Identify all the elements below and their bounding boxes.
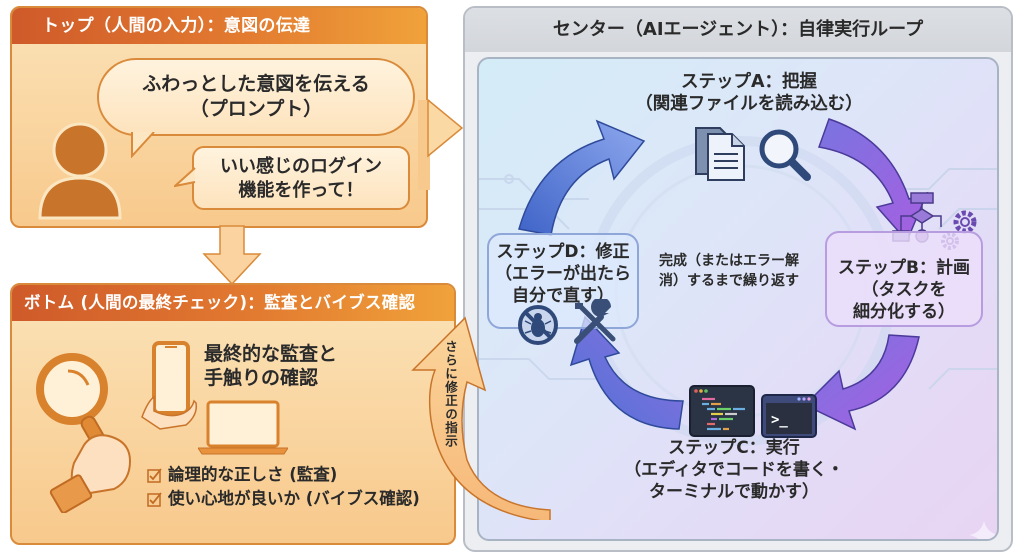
check-item-logic: 論理的な正しさ (監査): [147, 463, 420, 487]
terminal-prompt: >_: [771, 412, 788, 428]
request-bubble: いい感じのログイン 機能を作って！: [192, 146, 410, 210]
request-bubble-line1: いい感じのログイン: [220, 156, 382, 177]
connector-arrow-icon: [418, 98, 464, 190]
down-arrow-icon: [202, 225, 262, 286]
circuit-lines: [479, 168, 997, 390]
documents-icon: [695, 127, 745, 181]
center-panel-title: センター（AIエージェント）：自律実行ループ: [465, 8, 1011, 52]
prompt-bubble-line2: （プロンプト）: [189, 98, 323, 120]
check-item-logic-label: 論理的な正しさ (監査): [168, 465, 338, 484]
step-c-title: ステップC：実行: [668, 438, 800, 458]
sparkle-icon: [969, 521, 997, 539]
bottom-panel: ボトム (人間の最終チェック)：監査とバイブス確認 最終的な監査と 手触りの確認…: [10, 283, 456, 545]
loop-arrow-b-to-c: [803, 334, 920, 431]
prompt-bubble: ふわっとした意図を伝える （プロンプト）: [97, 58, 415, 136]
prompt-bubble-line1: ふわっとした意図を伝える: [142, 73, 370, 95]
step-c-label: ステップC：実行 （エディタでコードを書く・ ターミナルで動かす）: [579, 437, 889, 503]
check-list: 論理的な正しさ (監査) 使い心地が良いか (バイブス確認): [147, 463, 420, 511]
final-check-line2: 手触りの確認: [204, 367, 319, 389]
tools-icon: [574, 299, 616, 344]
request-bubble-line2: 機能を作って！: [238, 180, 364, 201]
step-d-desc-2: 自分で直す）: [512, 286, 614, 306]
terminal-icon: >_: [761, 394, 817, 438]
user-avatar-icon: [38, 122, 122, 220]
laptop-icon: [198, 400, 288, 455]
smartphone-hand-icon: [141, 341, 198, 430]
agent-loop-area: ステップA：把握 （関連ファイルを読み込む）: [477, 57, 999, 541]
bottom-panel-title: ボトム (人間の最終チェック)：監査とバイブス確認: [12, 285, 454, 321]
code-editor-icon: [689, 385, 755, 437]
feedback-arrow-label: さらに修正の指示: [443, 340, 458, 448]
step-d-box: ステップD：修正 （エラーが出たら 自分で直す）: [487, 233, 639, 329]
bubble-tail-icon: [174, 167, 196, 188]
step-a-title: ステップA：把握: [680, 72, 818, 92]
loop-note-line1: 完成（またはエラー解: [659, 253, 799, 269]
loop-note: 完成（またはエラー解 消）するまで繰り返す: [659, 251, 799, 291]
checkbox-icon: [147, 491, 162, 507]
feedback-arrow-icon: [411, 316, 551, 520]
no-bug-icon: [518, 305, 558, 345]
check-item-vibes-label: 使い心地が良いか (バイブス確認): [168, 489, 420, 508]
final-check-line1: 最終的な監査と: [204, 343, 338, 365]
loop-arrow-d-to-a: [518, 119, 646, 236]
step-d-title: ステップD：修正: [496, 242, 630, 262]
top-panel: トップ（人間の入力）：意図の伝達 ふわっとした意図を伝える （プロンプト） いい…: [10, 6, 428, 228]
magnifier-hand-icon: [36, 353, 132, 513]
top-panel-title: トップ（人間の入力）：意図の伝達: [12, 8, 426, 44]
step-b-title: ステップB：計画: [838, 258, 970, 278]
step-c-desc-2: ターミナルで動かす）: [649, 482, 819, 502]
step-c-desc-1: （エディタでコードを書く・: [624, 460, 844, 480]
step-a-label: ステップA：把握 （関連ファイルを読み込む）: [599, 71, 899, 115]
step-b-desc-2: 細分化する）: [853, 302, 955, 322]
bubble-tail-icon: [131, 132, 155, 158]
final-check-title: 最終的な監査と 手触りの確認: [204, 342, 337, 390]
checkbox-icon: [147, 467, 162, 483]
step-b-box: ステップB：計画 （タスクを 細分化する）: [825, 231, 983, 327]
loop-note-line2: 消）するまで繰り返す: [659, 273, 799, 289]
step-d-desc-1: （エラーが出たら: [495, 264, 631, 284]
center-panel: センター（AIエージェント）：自律実行ループ: [463, 6, 1013, 552]
check-item-vibes: 使い心地が良いか (バイブス確認): [147, 487, 420, 511]
step-b-desc-1: （タスクを: [861, 280, 947, 300]
magnifier-icon: [759, 129, 811, 181]
step-a-desc: （関連ファイルを読み込む）: [635, 94, 863, 114]
